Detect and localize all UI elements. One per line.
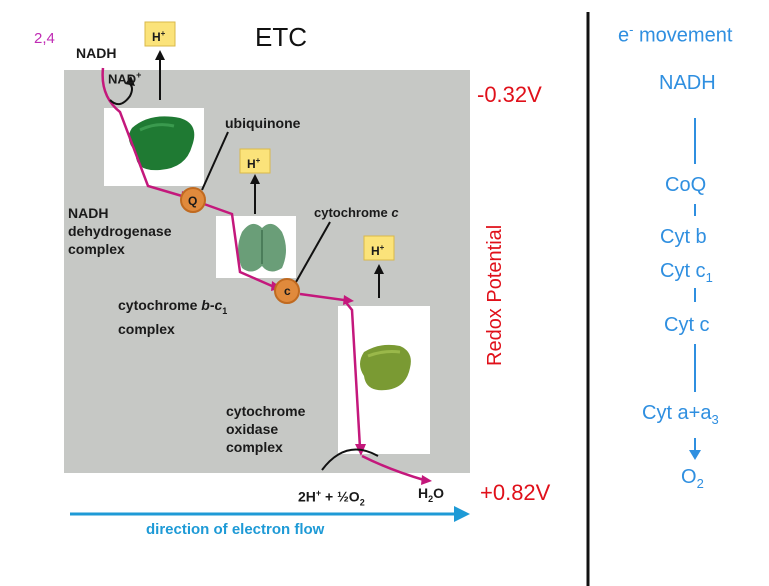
chain-cyt-a-a3: Cyt a+a3 (642, 402, 719, 427)
complex4-label: cytochrome oxidase complex (226, 403, 306, 455)
e-movement-arrowhead (689, 450, 701, 460)
oxygen-reduction-curve (321, 448, 379, 471)
nadh-label: NADH (76, 45, 117, 61)
ubiquinone-carrier (180, 187, 206, 213)
cytochrome-c-carrier (274, 278, 300, 304)
chain-cyt-b: Cyt b (660, 226, 707, 248)
h-plus-label-1: H+ (152, 29, 166, 44)
proton-pump-arrows (155, 50, 384, 298)
h-plus-box-1 (144, 21, 176, 47)
h-plus-box-3 (363, 235, 395, 261)
oxygen-reaction: 2H+ + ½O2 (298, 488, 365, 508)
nad-curl (109, 83, 133, 106)
nad-plus-label: NAD+ (108, 70, 142, 87)
complex1-label: NADH dehydrogenase complex (68, 205, 172, 257)
cytochrome-c-leader (295, 221, 331, 283)
electron-path (101, 67, 425, 482)
chain-o2: O2 (681, 466, 704, 491)
water-product: H2O (418, 485, 445, 504)
q-carrier-letter: Q (188, 194, 198, 208)
page-reference: 2,4 (34, 30, 55, 47)
chain-nadh: NADH (659, 72, 716, 94)
chain-coq: CoQ (665, 174, 707, 196)
slide-title: ETC (255, 22, 307, 52)
electron-flow-label: direction of electron flow (146, 521, 325, 538)
h-plus-label-2: H+ (247, 156, 261, 171)
redox-bottom-value: +0.82V (480, 480, 551, 505)
chain-cyt-c: Cyt c (664, 314, 710, 336)
cytochrome-c-label: cytochrome c (314, 205, 399, 220)
ubiquinone-label: ubiquinone (225, 115, 301, 131)
complex4-protein-icon (360, 344, 411, 391)
ubiquinone-leader (201, 131, 229, 191)
c-carrier-letter: c (284, 284, 291, 298)
h-plus-label-3: H+ (371, 243, 385, 258)
complex1-protein-icon (128, 116, 195, 171)
complex3-label: cytochrome b-c1 complex (118, 297, 228, 337)
redox-axis-label: Redox Potential (484, 224, 506, 366)
h-plus-box-2 (239, 148, 271, 174)
chain-cyt-c1: Cyt c1 (660, 260, 713, 285)
e-movement-title: e- movement (618, 22, 733, 47)
redox-top-value: -0.32V (477, 82, 542, 107)
